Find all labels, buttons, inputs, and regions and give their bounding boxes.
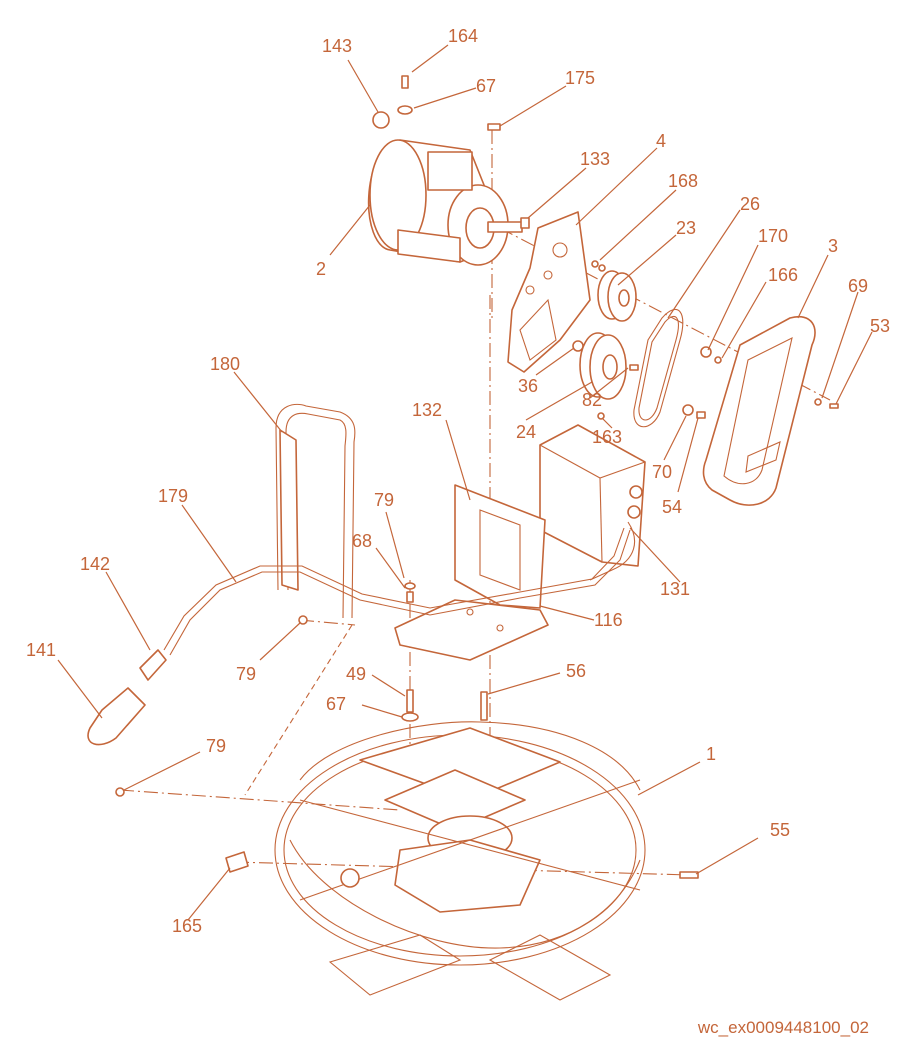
- document-reference: wc_ex0009448100_02: [697, 1018, 869, 1037]
- callout-24: 24: [516, 422, 536, 442]
- callout-55: 55: [770, 820, 790, 840]
- callout-131: 131: [660, 579, 690, 599]
- callout-67-middle: 67: [326, 694, 346, 714]
- callout-142: 142: [80, 554, 110, 574]
- motor-part: [367, 111, 523, 266]
- callout-69: 69: [848, 276, 868, 296]
- callout-141: 141: [26, 640, 56, 660]
- callout-179: 179: [158, 486, 188, 506]
- belt-guard-axis-line: [499, 227, 831, 401]
- callout-36: 36: [518, 376, 538, 396]
- callout-116: 116: [594, 610, 623, 630]
- callout-168: 168: [668, 171, 698, 191]
- callout-180: 180: [210, 354, 240, 374]
- trowel-assembly-part: [274, 721, 646, 1001]
- callout-4: 4: [656, 131, 666, 151]
- power-cable-part: [87, 527, 631, 746]
- callout-82: 82: [582, 390, 602, 410]
- handle-pin-axis-line: [119, 789, 401, 811]
- callout-3: 3: [828, 236, 838, 256]
- pin-axis-line: [299, 619, 356, 626]
- callout-133: 133: [580, 149, 610, 169]
- callout-53: 53: [870, 316, 890, 336]
- callout-68: 68: [352, 531, 372, 551]
- callout-67-top: 67: [476, 76, 496, 96]
- callout-166: 166: [768, 265, 798, 285]
- callout-163: 163: [592, 427, 622, 447]
- belt-guard-part: [702, 315, 816, 506]
- callout-79-upper: 79: [374, 490, 394, 510]
- callout-labels: 143 164 67 175 133 4 168 23 26 170 2 166…: [26, 26, 890, 936]
- callout-26: 26: [740, 194, 760, 214]
- pulleys-and-belt: [572, 270, 684, 428]
- callout-165: 165: [172, 916, 202, 936]
- callout-175: 175: [565, 68, 595, 88]
- callout-49: 49: [346, 664, 366, 684]
- callout-23: 23: [676, 218, 696, 238]
- callout-70: 70: [652, 462, 672, 482]
- mounting-plate-part: [507, 211, 591, 373]
- callout-79-middle: 79: [236, 664, 256, 684]
- callout-143: 143: [322, 36, 352, 56]
- bolts-and-pins: [115, 582, 699, 879]
- callout-170: 170: [758, 226, 788, 246]
- mounting-bracket-part: [394, 484, 549, 661]
- callout-79-lower: 79: [206, 736, 226, 756]
- callout-1: 1: [706, 744, 716, 764]
- control-box-part: [539, 424, 646, 581]
- callout-56: 56: [566, 661, 586, 681]
- handle-part: [275, 403, 356, 619]
- hardware-small-parts: [397, 75, 839, 420]
- callout-2: 2: [316, 259, 326, 279]
- leader-lines: [57, 44, 873, 921]
- callout-164: 164: [448, 26, 478, 46]
- handle-dashed-line: [244, 624, 353, 796]
- callout-54: 54: [662, 497, 682, 517]
- callout-132: 132: [412, 400, 442, 420]
